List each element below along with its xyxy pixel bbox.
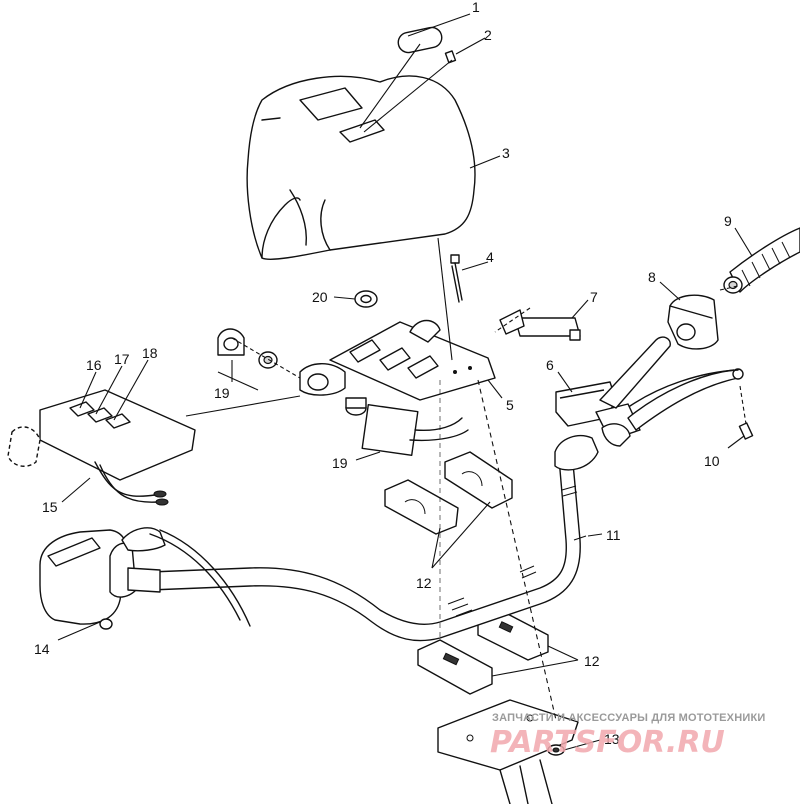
master-cylinder	[555, 381, 641, 447]
throttle-tube	[599, 336, 671, 409]
callout-12-upper: 12	[416, 575, 432, 591]
indicator-lens	[397, 26, 443, 54]
right-grip	[723, 227, 800, 294]
callout-19-center: 19	[332, 455, 348, 471]
callout-15: 15	[42, 499, 58, 515]
screw-2	[444, 50, 457, 64]
callout-13: 13	[604, 731, 620, 747]
clamp-lower-b	[417, 639, 493, 695]
callout-labels: 1 2 3 4 5 6 7 8 9 10 11 12 12 13 14 15 1…	[34, 0, 732, 747]
callout-12-lower: 12	[584, 653, 600, 669]
clamp-upper-b	[384, 479, 459, 535]
watermark: PARTSFOR.RU ЗАПЧАСТИ И АКСЕССУАРЫ ДЛЯ МО…	[490, 712, 765, 760]
callout-6: 6	[546, 357, 554, 373]
callout-11: 11	[606, 527, 621, 543]
left-switch-housing	[39, 527, 251, 630]
handlebar-cover	[246, 75, 476, 260]
callout-20: 20	[312, 289, 328, 305]
bracket-plate	[299, 319, 496, 401]
switch-knob-19	[217, 328, 278, 369]
callout-5: 5	[506, 397, 514, 413]
ignition-switch-19	[345, 397, 469, 456]
callout-18: 18	[142, 345, 158, 361]
switch-7	[499, 309, 581, 341]
indicator-panel	[7, 389, 196, 506]
callout-14: 14	[34, 641, 50, 657]
screw-10	[738, 422, 754, 440]
mounting-plate	[437, 699, 579, 804]
watermark-caption: ЗАПЧАСТИ И АКСЕССУАРЫ ДЛЯ МОТОТЕХНИКИ	[492, 712, 765, 724]
throttle-housing	[667, 294, 719, 350]
callout-7: 7	[590, 289, 598, 305]
callout-16: 16	[86, 357, 102, 373]
leader-lines	[57, 13, 753, 751]
watermark-logo: PARTSFOR.RU	[490, 725, 725, 760]
callout-19-left: 19	[214, 385, 230, 401]
callout-3: 3	[502, 145, 510, 161]
callout-10: 10	[704, 453, 720, 469]
callout-17: 17	[114, 351, 130, 367]
callout-1: 1	[472, 0, 480, 15]
callout-9: 9	[724, 213, 732, 229]
callout-2: 2	[484, 27, 492, 43]
clamp-upper-a	[444, 451, 513, 509]
callout-4: 4	[486, 249, 494, 265]
nut-20	[354, 290, 378, 308]
bolt-4	[450, 254, 463, 303]
callout-8: 8	[648, 269, 656, 285]
brake-lever	[627, 368, 744, 431]
handlebar	[149, 434, 599, 642]
